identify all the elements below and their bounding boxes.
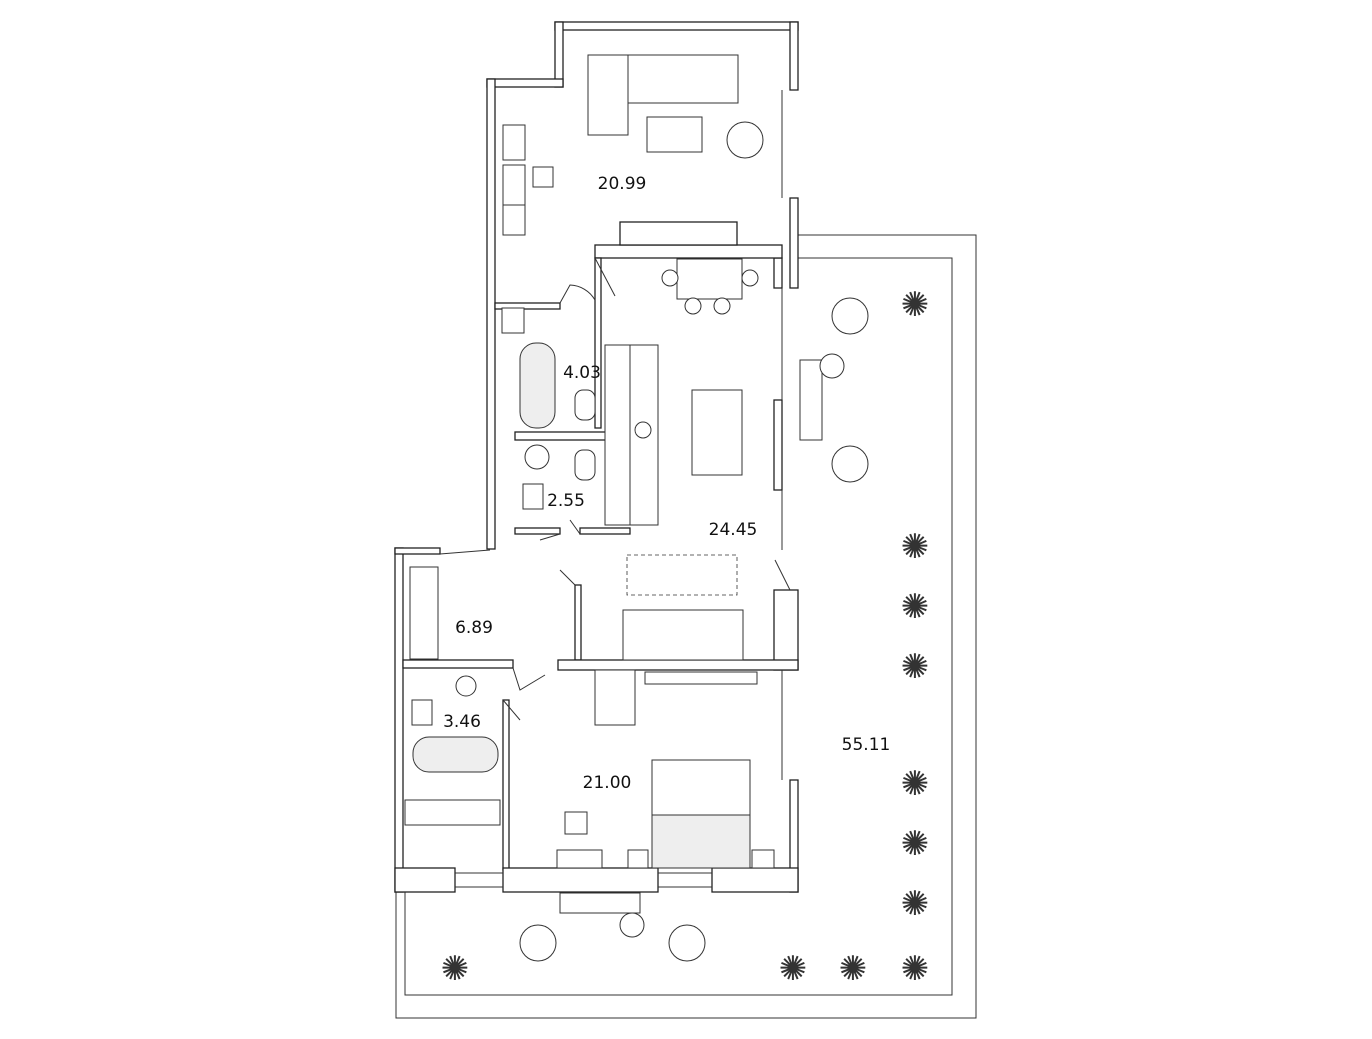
walls xyxy=(394,21,799,893)
doors xyxy=(439,257,791,721)
room-area-living-top: 20.99 xyxy=(597,174,647,194)
svg-text:✺: ✺ xyxy=(901,285,930,325)
svg-text:✺: ✺ xyxy=(901,949,930,989)
svg-text:✺: ✺ xyxy=(839,949,868,989)
room-area-kitchen-living: 24.45 xyxy=(708,520,758,540)
room-area-terrace: 55.11 xyxy=(841,735,891,755)
svg-text:✺: ✺ xyxy=(901,764,930,804)
furniture xyxy=(404,54,869,962)
svg-text:✺: ✺ xyxy=(901,884,930,924)
svg-text:✺: ✺ xyxy=(441,949,470,989)
svg-text:✺: ✺ xyxy=(901,647,930,687)
room-area-bathroom-3: 3.46 xyxy=(443,712,481,732)
svg-text:✺: ✺ xyxy=(901,824,930,864)
room-area-hallway: 6.89 xyxy=(455,618,493,638)
svg-text:✺: ✺ xyxy=(901,527,930,567)
room-area-bathroom-2: 2.55 xyxy=(547,491,585,511)
svg-text:✺: ✺ xyxy=(901,587,930,627)
room-area-bedroom: 21.00 xyxy=(582,773,632,793)
room-area-bathroom-1: 4.03 xyxy=(563,363,601,383)
plants: ✺ ✺ ✺ ✺ ✺ ✺ ✺ ✺ ✺ ✺ ✺ xyxy=(441,285,930,989)
svg-text:✺: ✺ xyxy=(779,949,808,989)
terrace-outline xyxy=(395,234,977,1019)
